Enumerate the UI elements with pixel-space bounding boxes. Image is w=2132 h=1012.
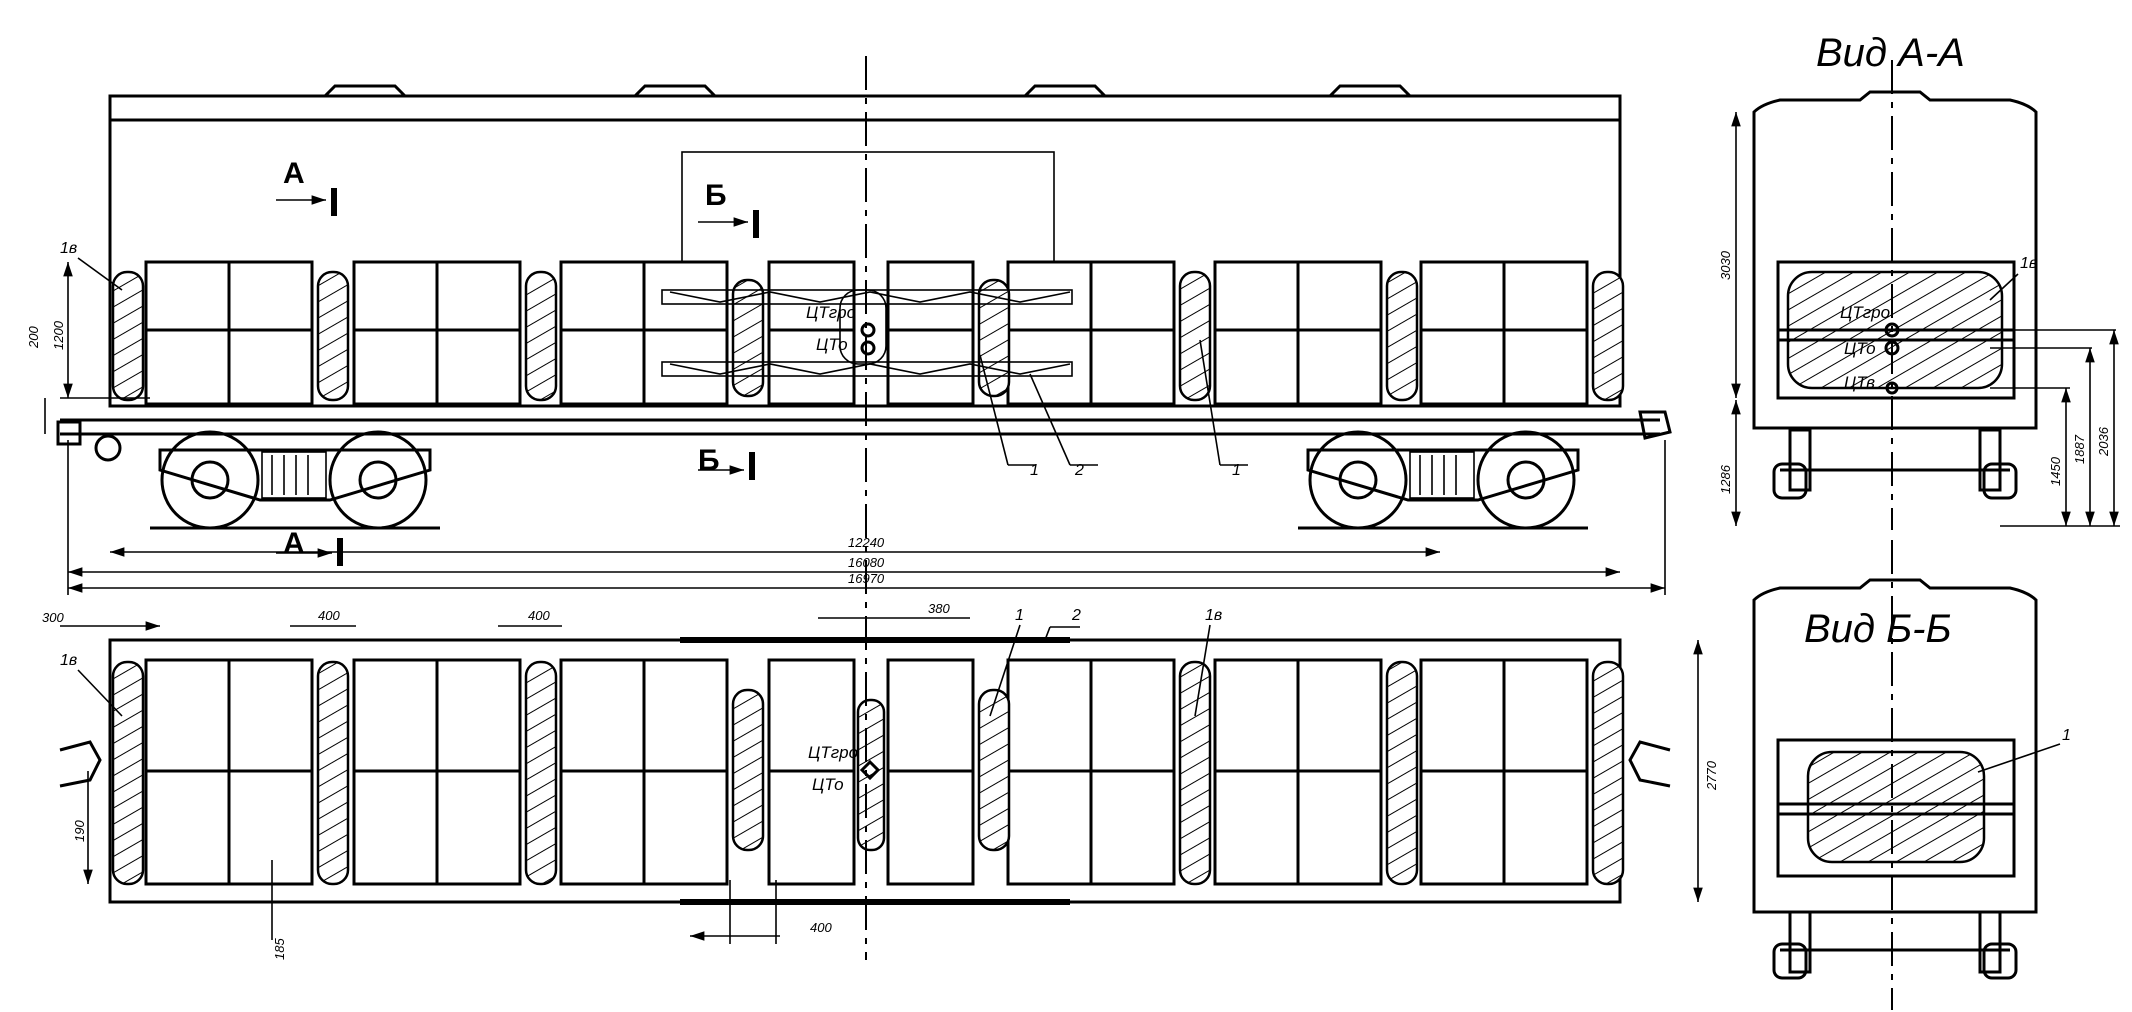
airbags-plan — [111, 660, 1625, 886]
dimensions-plan: 300 400 400 380 2770 190 185 400 — [42, 601, 1719, 960]
cg-cargo-label: ЦТгро — [806, 303, 856, 322]
cg-common-label-a-a: ЦТо — [1844, 339, 1876, 358]
dim-200: 200 — [26, 326, 41, 349]
dim-400-a: 400 — [318, 608, 340, 623]
bogie-a-a — [1772, 428, 2018, 500]
cg-markers-plan: ЦТгро ЦТо — [808, 743, 881, 794]
cg-markers-a-a: ЦТгро ЦТо ЦТв — [1840, 303, 1900, 395]
section-a-top: А — [283, 157, 305, 190]
couplers-plan — [59, 740, 1671, 788]
view-b-b-title: Вид Б-Б — [1804, 607, 1952, 651]
dim-1286: 1286 — [1718, 464, 1733, 494]
dim-12240: 12240 — [848, 535, 885, 550]
dim-1200: 1200 — [51, 320, 66, 350]
callout-1v-plan-left: 1в — [60, 652, 77, 669]
roof-hatches — [323, 84, 1412, 98]
dim-380: 380 — [928, 601, 950, 616]
cargo-side — [144, 260, 1589, 406]
dim-1887: 1887 — [2072, 434, 2087, 464]
dim-2036: 2036 — [2096, 426, 2111, 457]
dim-400-bottom: 400 — [810, 920, 832, 935]
bogie-b-b — [1772, 910, 2018, 980]
callout-2-side: 2 — [1074, 462, 1084, 479]
callout-1-side-b: 1 — [1232, 462, 1241, 479]
dim-3030: 3030 — [1718, 250, 1733, 280]
plan-view: ЦТгро ЦТо 1в 1 2 1в 300 400 400 380 2770 — [42, 601, 1719, 960]
dim-400-b: 400 — [528, 608, 550, 623]
cg-wagon-label-a-a: ЦТв — [1844, 373, 1875, 392]
dim-185: 185 — [272, 938, 287, 960]
cg-common-label: ЦТо — [816, 335, 848, 354]
side-view: ЦТгро ЦТо А Б Б А 1в 1 2 — [26, 84, 1672, 595]
dim-300: 300 — [42, 610, 64, 625]
cg-common-label-plan: ЦТо — [812, 775, 844, 794]
dim-1450: 1450 — [2048, 456, 2063, 486]
cg-cargo-label-plan: ЦТгро — [808, 743, 858, 762]
callouts-side: 1в 1 2 1 — [60, 240, 1248, 479]
section-a-bottom: А — [283, 527, 305, 560]
coupler-left — [56, 420, 122, 462]
coupler-right — [1638, 410, 1672, 440]
callout-1-side-a: 1 — [1030, 462, 1039, 479]
section-b-bottom: Б — [698, 444, 720, 477]
section-b-top: Б — [705, 179, 727, 212]
callouts-plan: 1в 1 2 1в — [60, 607, 1222, 717]
callout-1v-side: 1в — [60, 240, 77, 257]
cg-cargo-label-a-a: ЦТгро — [1840, 303, 1890, 322]
dim-2770: 2770 — [1704, 760, 1719, 791]
bogie-right — [1298, 430, 1588, 530]
callout-1v-plan-right: 1в — [1205, 607, 1222, 624]
callout-1-plan: 1 — [1015, 607, 1024, 624]
bogie-left — [150, 430, 440, 530]
cargo-plan — [144, 658, 1589, 886]
callout-1v-a-a: 1в — [2020, 255, 2037, 272]
dim-190: 190 — [72, 820, 87, 842]
callout-1-b-b: 1 — [2062, 727, 2071, 744]
view-b-b: Вид Б-Б 1 — [1752, 540, 2071, 1010]
dimensions-a-a: 3030 1286 1450 1887 2036 — [1718, 112, 2120, 527]
view-a-a-title: Вид А-А — [1816, 31, 1965, 75]
cg-markers-side: ЦТгро ЦТо — [806, 289, 887, 365]
view-a-a: Вид А-А ЦТгро ЦТо ЦТв 1в 3030 1286 — [1718, 31, 2120, 530]
callout-2-plan: 2 — [1071, 607, 1081, 624]
